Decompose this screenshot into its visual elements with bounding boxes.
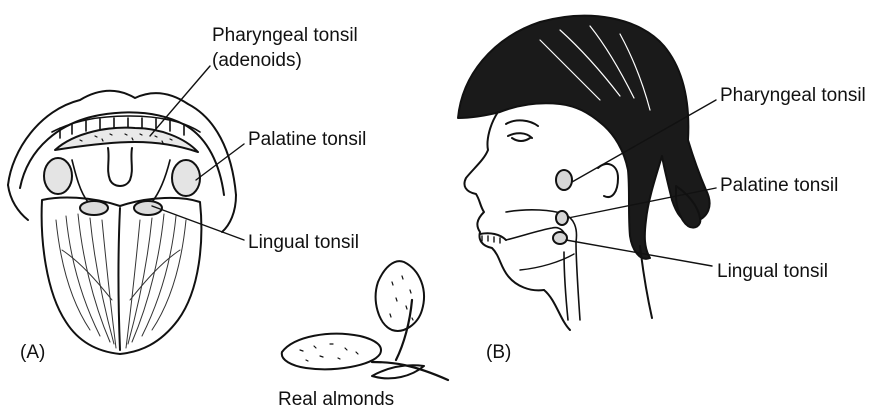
soft-palate [55,128,198,152]
lingual-tonsil-b [553,232,567,244]
palatine-tonsil-left [44,158,72,194]
uvula [108,148,132,186]
ear [598,164,618,197]
pharyngeal-tonsil-b [556,170,572,190]
panel-tag-a: (A) [20,341,45,365]
lingual-tonsil-left [80,201,108,215]
label-adenoids-a: (adenoids) [212,49,302,73]
almond-texture [300,276,413,361]
lower-lip-left [8,185,28,220]
tongue-texture [56,214,186,348]
label-palatine-tonsil-a: Palatine tonsil [248,128,366,152]
label-pharyngeal-tonsil-a: Pharyngeal tonsil [212,24,358,48]
label-palatine-tonsil-b: Palatine tonsil [720,174,838,198]
almond-lower [282,334,381,370]
label-pharyngeal-tonsil-b: Pharyngeal tonsil [720,84,866,108]
panel-tag-b: (B) [486,341,511,365]
lower-lip-right [222,195,236,232]
almond-branch [372,300,448,380]
faucial-pillars [72,160,170,202]
label-lingual-tonsil-b: Lingual tonsil [717,260,828,284]
tongue-midline [119,208,121,350]
teeth-b [482,236,500,243]
open-mouth-b [480,233,506,240]
eyebrow [506,120,538,126]
jaw-line [520,254,574,270]
pharynx [564,242,580,320]
eye [508,133,532,141]
almond-upper [376,261,424,331]
open-mouth-illustration [8,91,236,354]
almond-branch-illustration [282,261,448,380]
pharyngeal-leader-a [150,66,210,136]
label-real-almonds: Real almonds [278,388,394,412]
hair [458,16,710,259]
palatine-tonsil-right [172,160,200,196]
label-lingual-tonsil-a: Lingual tonsil [248,231,359,255]
head-profile-illustration [458,16,710,330]
palatine-tonsil-b [556,211,568,225]
